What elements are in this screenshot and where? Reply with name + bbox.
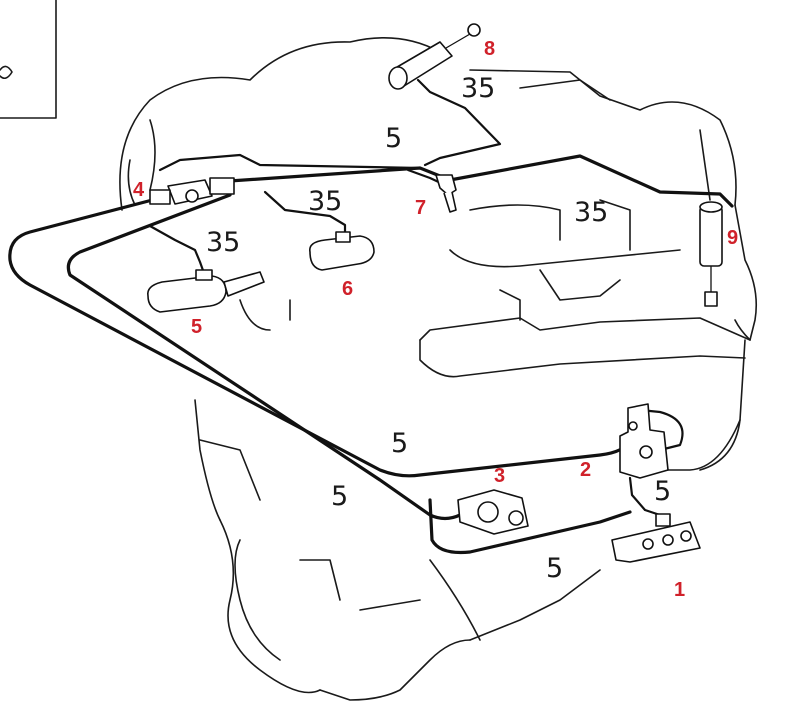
callout-1: 1 <box>674 579 685 601</box>
hose-top-main <box>213 154 734 208</box>
hose-size-labels: 35 5 35 35 35 5 5 5 5 <box>206 73 671 584</box>
component-6-solenoid <box>308 231 375 271</box>
hose-size-label: 35 <box>574 197 608 228</box>
callout-5: 5 <box>191 316 202 338</box>
hose-size-label: 35 <box>461 73 495 104</box>
hose-size-label: 5 <box>385 123 402 154</box>
hose-outer-loop <box>8 196 632 478</box>
hose-inner-loop <box>66 193 462 521</box>
engine-outline <box>119 37 758 701</box>
component-7-valve <box>435 174 457 213</box>
component-1-manifold <box>611 513 701 563</box>
callout-8: 8 <box>484 38 495 60</box>
callout-6: 6 <box>342 278 353 300</box>
hose-size-label: 35 <box>206 227 240 258</box>
callout-3: 3 <box>494 465 505 487</box>
callout-2: 2 <box>580 459 591 481</box>
hose-size-label: 5 <box>546 553 563 584</box>
inset-frame <box>0 0 57 119</box>
component-5-solenoid <box>146 269 265 313</box>
component-3-valve <box>457 489 529 535</box>
callout-4: 4 <box>133 179 145 201</box>
hose-size-label: 5 <box>654 476 671 507</box>
component-8-cylinder <box>388 23 481 90</box>
callout-labels: 1 2 3 4 5 6 7 8 9 <box>133 38 738 601</box>
hose-size-label: 35 <box>308 186 342 217</box>
component-4-solenoid <box>149 177 235 205</box>
component-2-valve-block <box>619 403 669 479</box>
hoses <box>8 78 734 555</box>
callout-9: 9 <box>727 227 738 249</box>
hose-size-label: 5 <box>391 428 408 459</box>
hose-size-label: 5 <box>331 481 348 512</box>
component-9-damper <box>699 201 723 307</box>
callout-7: 7 <box>415 197 426 219</box>
